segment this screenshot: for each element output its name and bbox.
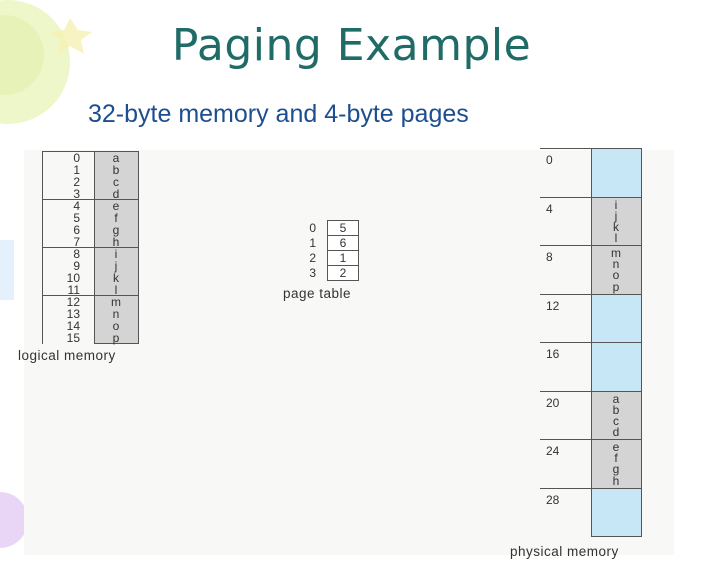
physical-frame-address: 16 (546, 347, 560, 361)
logical-byte: d (112, 187, 120, 201)
physical-frame (591, 148, 642, 198)
page-subtitle: 32-byte memory and 4-byte pages (88, 100, 469, 128)
physical-byte: b (612, 402, 620, 417)
page-table-frame: 5 (339, 221, 347, 235)
physical-byte: k (613, 219, 619, 234)
page-table-cell (327, 265, 359, 281)
logical-address: 13 (66, 307, 80, 321)
physical-byte: c (613, 413, 619, 428)
logical-byte: f (114, 211, 118, 225)
physical-byte: h (612, 473, 620, 488)
physical-byte: m (611, 246, 621, 260)
logical-address: 12 (66, 295, 80, 309)
physical-byte: p (612, 279, 620, 294)
page-table-index: 3 (309, 266, 316, 280)
logical-page-box (42, 199, 139, 248)
physical-frame-address: 4 (546, 201, 553, 216)
physical-byte: o (612, 268, 620, 283)
physical-frame (591, 390, 642, 440)
logical-page-box (42, 295, 139, 344)
logical-byte: b (112, 163, 120, 177)
logical-address: 11 (67, 283, 80, 297)
purple-circle-decoration (0, 492, 28, 548)
logical-address: 14 (66, 319, 80, 333)
page-table-index: 0 (309, 221, 316, 235)
logical-byte: p (112, 331, 120, 345)
yellow-star-decoration (50, 18, 92, 54)
logical-address: 0 (73, 151, 80, 165)
logical-address: 1 (73, 163, 80, 177)
logical-byte: g (112, 223, 120, 237)
logical-page-box (42, 151, 139, 200)
physical-byte: d (612, 425, 620, 440)
logical-page-contents (94, 151, 139, 200)
physical-byte: j (614, 208, 618, 223)
physical-frame-address: 12 (546, 298, 560, 313)
physical-byte: n (612, 257, 620, 272)
page-table-index: 2 (309, 251, 316, 265)
physical-frame-address: 0 (546, 153, 553, 167)
logical-byte: o (112, 319, 120, 333)
physical-byte: f (614, 451, 618, 466)
physical-frame (591, 245, 642, 295)
logical-address: 10 (66, 271, 80, 285)
logical-address: 5 (73, 211, 80, 225)
physical-memory-label: physical memory (510, 544, 619, 559)
physical-byte: a (612, 391, 620, 406)
logical-address: 7 (73, 235, 80, 249)
logical-address: 2 (73, 175, 80, 189)
physical-frame-address: 8 (546, 250, 553, 264)
physical-byte: i (614, 197, 618, 212)
logical-byte: e (112, 199, 120, 213)
physical-frame-address: 24 (546, 444, 560, 458)
physical-byte: g (612, 462, 620, 477)
logical-address: 4 (73, 199, 80, 213)
green-inner-circle-decoration (0, 15, 44, 95)
logical-address: 3 (73, 187, 80, 201)
physical-byte: e (612, 440, 620, 454)
logical-byte: n (112, 307, 120, 321)
logical-memory-label: logical memory (18, 348, 116, 363)
page-table-frame: 2 (339, 266, 347, 280)
logical-byte: a (112, 151, 120, 165)
logical-page-contents (94, 247, 139, 296)
physical-frame (591, 487, 642, 537)
logical-address: 15 (66, 331, 80, 345)
logical-address: 9 (73, 259, 80, 273)
logical-byte: c (113, 175, 119, 189)
physical-frame (591, 293, 642, 343)
physical-frame (591, 342, 642, 392)
logical-byte: j (114, 259, 118, 273)
physical-frame (591, 196, 642, 246)
physical-byte: l (614, 231, 618, 246)
logical-page-box (42, 247, 139, 296)
logical-address: 8 (73, 247, 80, 261)
physical-frame-address: 28 (546, 492, 560, 507)
logical-byte: h (112, 235, 120, 249)
logical-byte: i (114, 247, 118, 261)
page-title: Paging Example (171, 20, 532, 71)
page-table-label: page table (283, 286, 352, 301)
page-table-index: 1 (309, 236, 316, 250)
logical-byte: k (113, 271, 119, 285)
blue-strip-decoration (0, 240, 14, 300)
page-table-frame: 1 (339, 251, 347, 265)
physical-frame-address: 20 (546, 395, 560, 410)
logical-byte: l (114, 283, 118, 297)
logical-page-contents (94, 295, 139, 344)
page-table-frame: 6 (339, 236, 347, 250)
logical-address: 6 (73, 223, 80, 237)
logical-byte: m (111, 295, 121, 309)
